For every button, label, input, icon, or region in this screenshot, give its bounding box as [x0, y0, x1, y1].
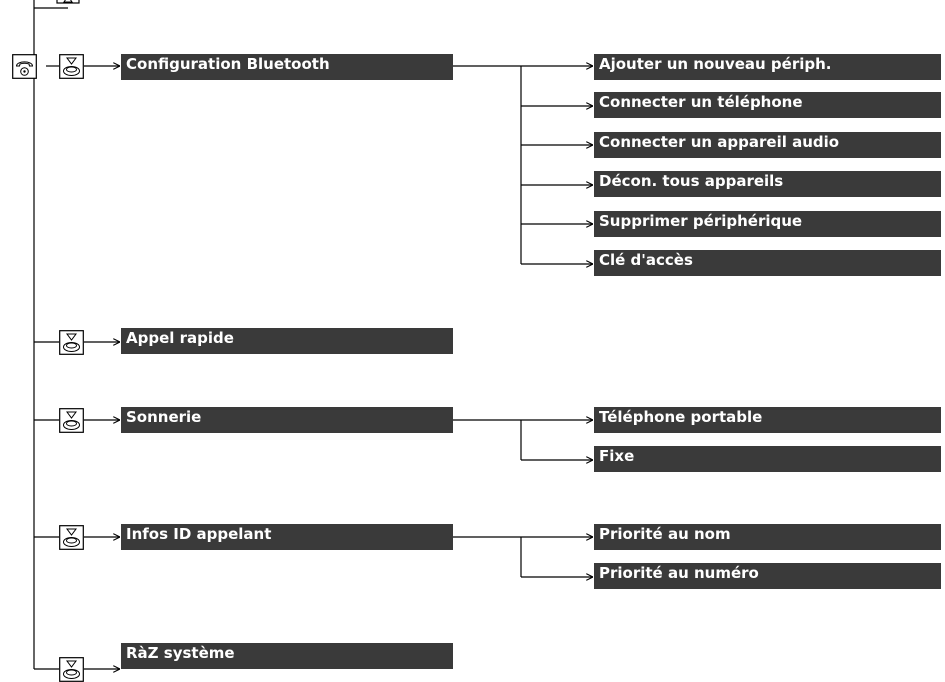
menu-item-bluetooth-setup[interactable]: Configuration Bluetooth [121, 54, 453, 80]
selector-knob-icon-caller-id[interactable] [59, 525, 84, 550]
submenu-item-fixed[interactable]: Fixe [594, 446, 941, 472]
submenu-item-connect-audio-device[interactable]: Connecter un appareil audio [594, 132, 941, 158]
submenu-item-name-priority[interactable]: Priorité au nom [594, 524, 941, 550]
phone-button-icon[interactable] [12, 54, 37, 79]
menu-item-quick-dial[interactable]: Appel rapide [121, 328, 453, 354]
menu-item-caller-id-info[interactable]: Infos ID appelant [121, 524, 453, 550]
selector-knob-icon-reset[interactable] [59, 657, 84, 682]
selector-knob-icon-bluetooth[interactable] [59, 54, 84, 79]
partial-icon [56, 0, 80, 4]
selector-knob-icon-ringtone[interactable] [59, 408, 84, 433]
submenu-item-connect-phone[interactable]: Connecter un téléphone [594, 92, 941, 118]
submenu-item-add-new-device[interactable]: Ajouter un nouveau périph. [594, 54, 941, 80]
submenu-item-mobile-phone[interactable]: Téléphone portable [594, 407, 941, 433]
menu-item-ringtone[interactable]: Sonnerie [121, 407, 453, 433]
selector-knob-icon-quick-dial[interactable] [59, 330, 84, 355]
submenu-item-delete-device[interactable]: Supprimer périphérique [594, 211, 941, 237]
submenu-item-pass-key[interactable]: Clé d'accès [594, 250, 941, 276]
menu-item-system-reset[interactable]: RàZ système [121, 643, 453, 669]
submenu-item-number-priority[interactable]: Priorité au numéro [594, 563, 941, 589]
submenu-item-disconnect-all[interactable]: Décon. tous appareils [594, 171, 941, 197]
